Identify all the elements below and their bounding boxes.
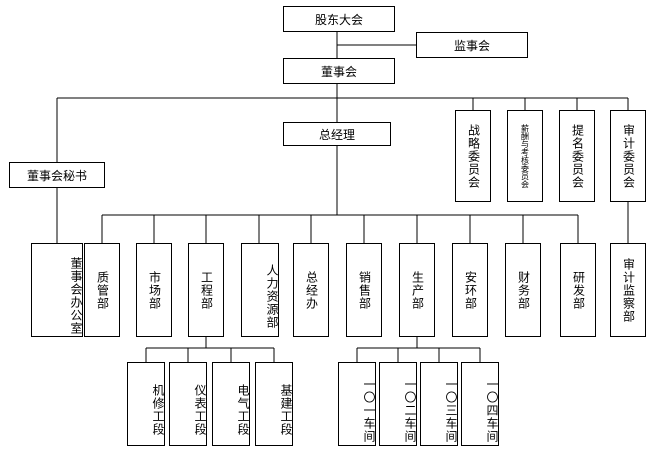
quality-dept-box: 质管部 [84, 243, 120, 337]
hr-dept-box: 人力资源部 [241, 243, 279, 337]
instrument-section-box: 仪表工段 [169, 362, 207, 446]
strategy-committee-box: 战略委员会 [455, 110, 491, 202]
board-of-directors-box: 董事会 [283, 58, 395, 84]
supervisory-board-box: 监事会 [416, 32, 528, 58]
remuneration-committee-box: 薪酬与考核委员会 [507, 110, 543, 202]
workshop-103-box: 一〇三车间 [420, 362, 458, 446]
audit-supervision-dept-box: 审计监察部 [610, 243, 646, 337]
gm-office-box: 总经办 [293, 243, 329, 337]
board-secretary-box: 董事会秘书 [9, 162, 105, 188]
market-dept-box: 市场部 [136, 243, 172, 337]
electrical-section-box: 电气工段 [212, 362, 250, 446]
safety-env-dept-box: 安环部 [452, 243, 488, 337]
workshop-104-box: 一〇四车间 [461, 362, 499, 446]
general-manager-box: 总经理 [283, 122, 391, 146]
rnd-dept-box: 研发部 [560, 243, 596, 337]
production-dept-box: 生产部 [399, 243, 435, 337]
workshop-102-box: 一〇二车间 [379, 362, 417, 446]
construction-section-box: 基建工段 [255, 362, 293, 446]
finance-dept-box: 财务部 [505, 243, 541, 337]
shareholders-meeting-box: 股东大会 [283, 6, 395, 32]
engineering-dept-box: 工程部 [188, 243, 224, 337]
board-office-box: 董事会办公室 [31, 243, 83, 337]
sales-dept-box: 销售部 [346, 243, 382, 337]
nomination-committee-box: 提名委员会 [559, 110, 595, 202]
maintenance-section-box: 机修工段 [127, 362, 165, 446]
workshop-101-box: 一〇一车间 [338, 362, 376, 446]
audit-committee-box: 审计委员会 [610, 110, 646, 202]
